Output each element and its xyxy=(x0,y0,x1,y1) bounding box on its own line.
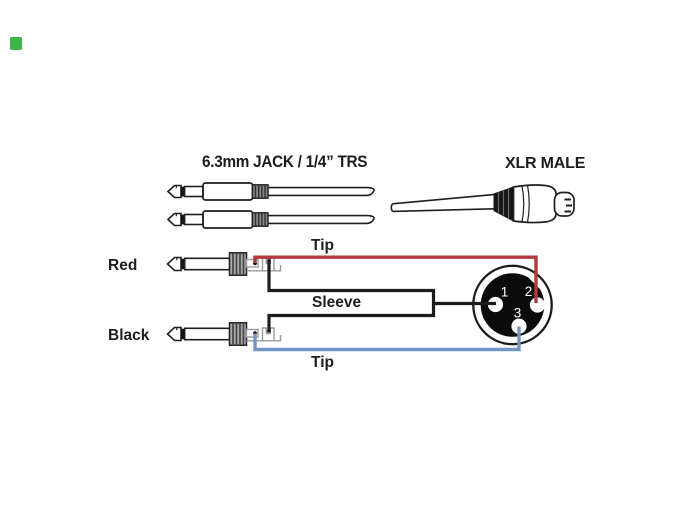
trs-plug-drawing xyxy=(166,182,375,201)
xlr-pin-3 xyxy=(511,318,527,334)
tip-wire-label-bottom: Tip xyxy=(311,354,334,371)
xlr-pins-end-view xyxy=(564,198,572,213)
xlr-pin-2 xyxy=(529,297,546,313)
xlr-male-title: XLR MALE xyxy=(505,155,586,172)
pin-3-number: 3 xyxy=(514,306,522,321)
xlr-male-connector-drawing xyxy=(390,184,575,224)
red-jack-label: Red xyxy=(108,257,138,274)
trs-plug-drawing-2 xyxy=(167,210,375,229)
solder-lugs xyxy=(245,257,282,272)
tip-wire-label-top: Tip xyxy=(311,237,334,254)
logo-mark xyxy=(10,37,22,50)
red-tip-wire-to-pin2 xyxy=(253,255,538,303)
blue-tip-wire-to-pin3 xyxy=(253,326,521,352)
jack-connector-drawing-black xyxy=(166,321,282,347)
black-jack-label: Black xyxy=(108,327,150,344)
wires xyxy=(253,255,538,352)
xlr-face-disc xyxy=(480,273,545,337)
sleeve-wire-label: Sleeve xyxy=(312,294,362,311)
trs-jack-title: 6.3mm JACK / 1/4” TRS xyxy=(202,152,368,171)
sleeve-wire xyxy=(267,261,436,333)
pin-1-number: 1 xyxy=(501,285,509,300)
pin-2-number: 2 xyxy=(525,284,533,299)
xlr-pin-numbers: 1 2 3 xyxy=(501,284,533,321)
